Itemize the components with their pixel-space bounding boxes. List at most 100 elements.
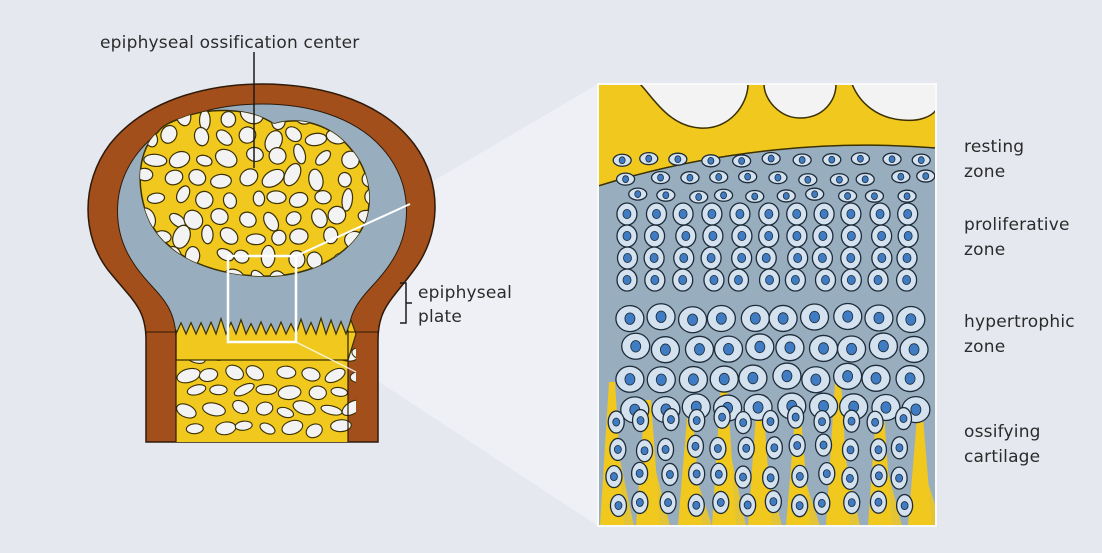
chondrocyte — [759, 225, 779, 247]
chondrocyte — [707, 306, 735, 332]
chondrocyte — [610, 495, 626, 517]
chondrocyte — [834, 363, 862, 389]
chondrocyte — [823, 154, 841, 166]
chondrocyte — [756, 247, 776, 269]
chondrocyte — [897, 269, 917, 291]
chondrocyte — [687, 435, 703, 457]
chondrocyte — [799, 174, 817, 186]
chondrocyte — [872, 225, 892, 247]
chondrocyte — [645, 225, 665, 247]
chondrocyte — [869, 333, 897, 359]
chondrocyte — [868, 269, 888, 291]
chondrocyte — [701, 247, 721, 269]
chondrocyte — [789, 435, 805, 457]
chondrocyte — [787, 203, 807, 225]
chondrocyte — [730, 203, 750, 225]
chondrocyte — [763, 467, 779, 489]
chondrocyte — [702, 203, 722, 225]
chondrocyte — [897, 307, 925, 333]
chondrocyte — [651, 337, 679, 363]
chondrocyte — [741, 305, 769, 331]
chondrocyte — [812, 247, 832, 269]
chondrocyte — [841, 225, 861, 247]
chondrocyte — [658, 438, 674, 460]
chondrocyte — [766, 437, 782, 459]
chondrocyte — [676, 225, 696, 247]
chondrocyte — [732, 225, 752, 247]
chondrocyte — [657, 189, 675, 201]
chondrocyte — [673, 203, 693, 225]
chondrocyte — [871, 465, 887, 487]
label-epiphyseal-plate-2: plate — [418, 307, 462, 327]
chondrocyte — [647, 367, 675, 393]
chondrocyte — [632, 462, 648, 484]
chondrocyte — [892, 171, 910, 183]
chondrocyte — [679, 367, 707, 393]
chondrocyte — [674, 247, 694, 269]
marrow-space — [256, 384, 277, 394]
chondrocyte — [870, 439, 886, 461]
chondrocyte — [897, 247, 917, 269]
chondrocyte — [715, 336, 743, 362]
chondrocyte — [870, 491, 886, 513]
chondrocyte — [776, 335, 804, 361]
chondrocyte — [867, 411, 883, 433]
chondrocyte — [663, 409, 679, 431]
chondrocyte — [841, 203, 861, 225]
label-hypertrophic-zone-1: hypertrophic — [964, 312, 1075, 332]
chondrocyte — [616, 306, 644, 332]
chondrocyte — [912, 154, 930, 166]
chondrocyte — [617, 269, 637, 291]
chondrocyte — [830, 174, 848, 186]
chondrocyte — [681, 172, 699, 184]
chondrocyte — [703, 225, 723, 247]
chondrocyte — [713, 491, 729, 513]
marrow-space — [309, 386, 327, 400]
chondrocyte — [897, 495, 913, 517]
chondrocyte — [917, 170, 935, 182]
chondrocyte — [814, 203, 834, 225]
chondrocyte — [715, 189, 733, 201]
marrow-space — [324, 227, 338, 244]
chondrocyte — [644, 247, 664, 269]
label-hypertrophic-zone-2: zone — [964, 337, 1005, 357]
chondrocyte — [844, 492, 860, 514]
chondrocyte — [622, 333, 650, 359]
chondrocyte — [633, 410, 649, 432]
chondrocyte — [711, 463, 727, 485]
chondrocyte — [629, 188, 647, 200]
chondrocyte — [710, 437, 726, 459]
chondrocyte — [679, 307, 707, 333]
chondrocyte — [773, 363, 801, 389]
chondrocyte — [616, 366, 644, 392]
chondrocyte — [844, 410, 860, 432]
chondrocyte — [738, 437, 754, 459]
chondrocyte — [732, 247, 752, 269]
chondrocyte — [733, 155, 751, 167]
label-proliferative-zone-1: proliferative — [964, 215, 1070, 235]
label-ossifying-cartilage-1: ossifying — [964, 422, 1041, 442]
chondrocyte — [810, 335, 838, 361]
chondrocyte — [793, 154, 811, 166]
marrow-space — [253, 191, 265, 206]
chondrocyte — [819, 463, 835, 485]
chondrocyte — [652, 172, 670, 184]
chondrocyte — [765, 491, 781, 513]
chondrocyte — [608, 411, 624, 433]
chondrocyte — [898, 203, 918, 225]
label-epiphyseal-plate-1: epiphyseal — [418, 283, 512, 303]
chondrocyte — [856, 173, 874, 185]
chondrocyte — [814, 492, 830, 514]
chondrocyte — [610, 438, 626, 460]
chondrocyte — [710, 366, 738, 392]
chondrocyte — [792, 495, 808, 517]
chondrocyte — [816, 434, 832, 456]
chondrocyte — [788, 406, 804, 428]
chondrocyte — [891, 437, 907, 459]
marrow-space — [201, 225, 213, 244]
chondrocyte — [673, 269, 693, 291]
chondrocyte — [685, 336, 713, 362]
chondrocyte — [690, 191, 708, 203]
chondrocyte — [788, 247, 808, 269]
